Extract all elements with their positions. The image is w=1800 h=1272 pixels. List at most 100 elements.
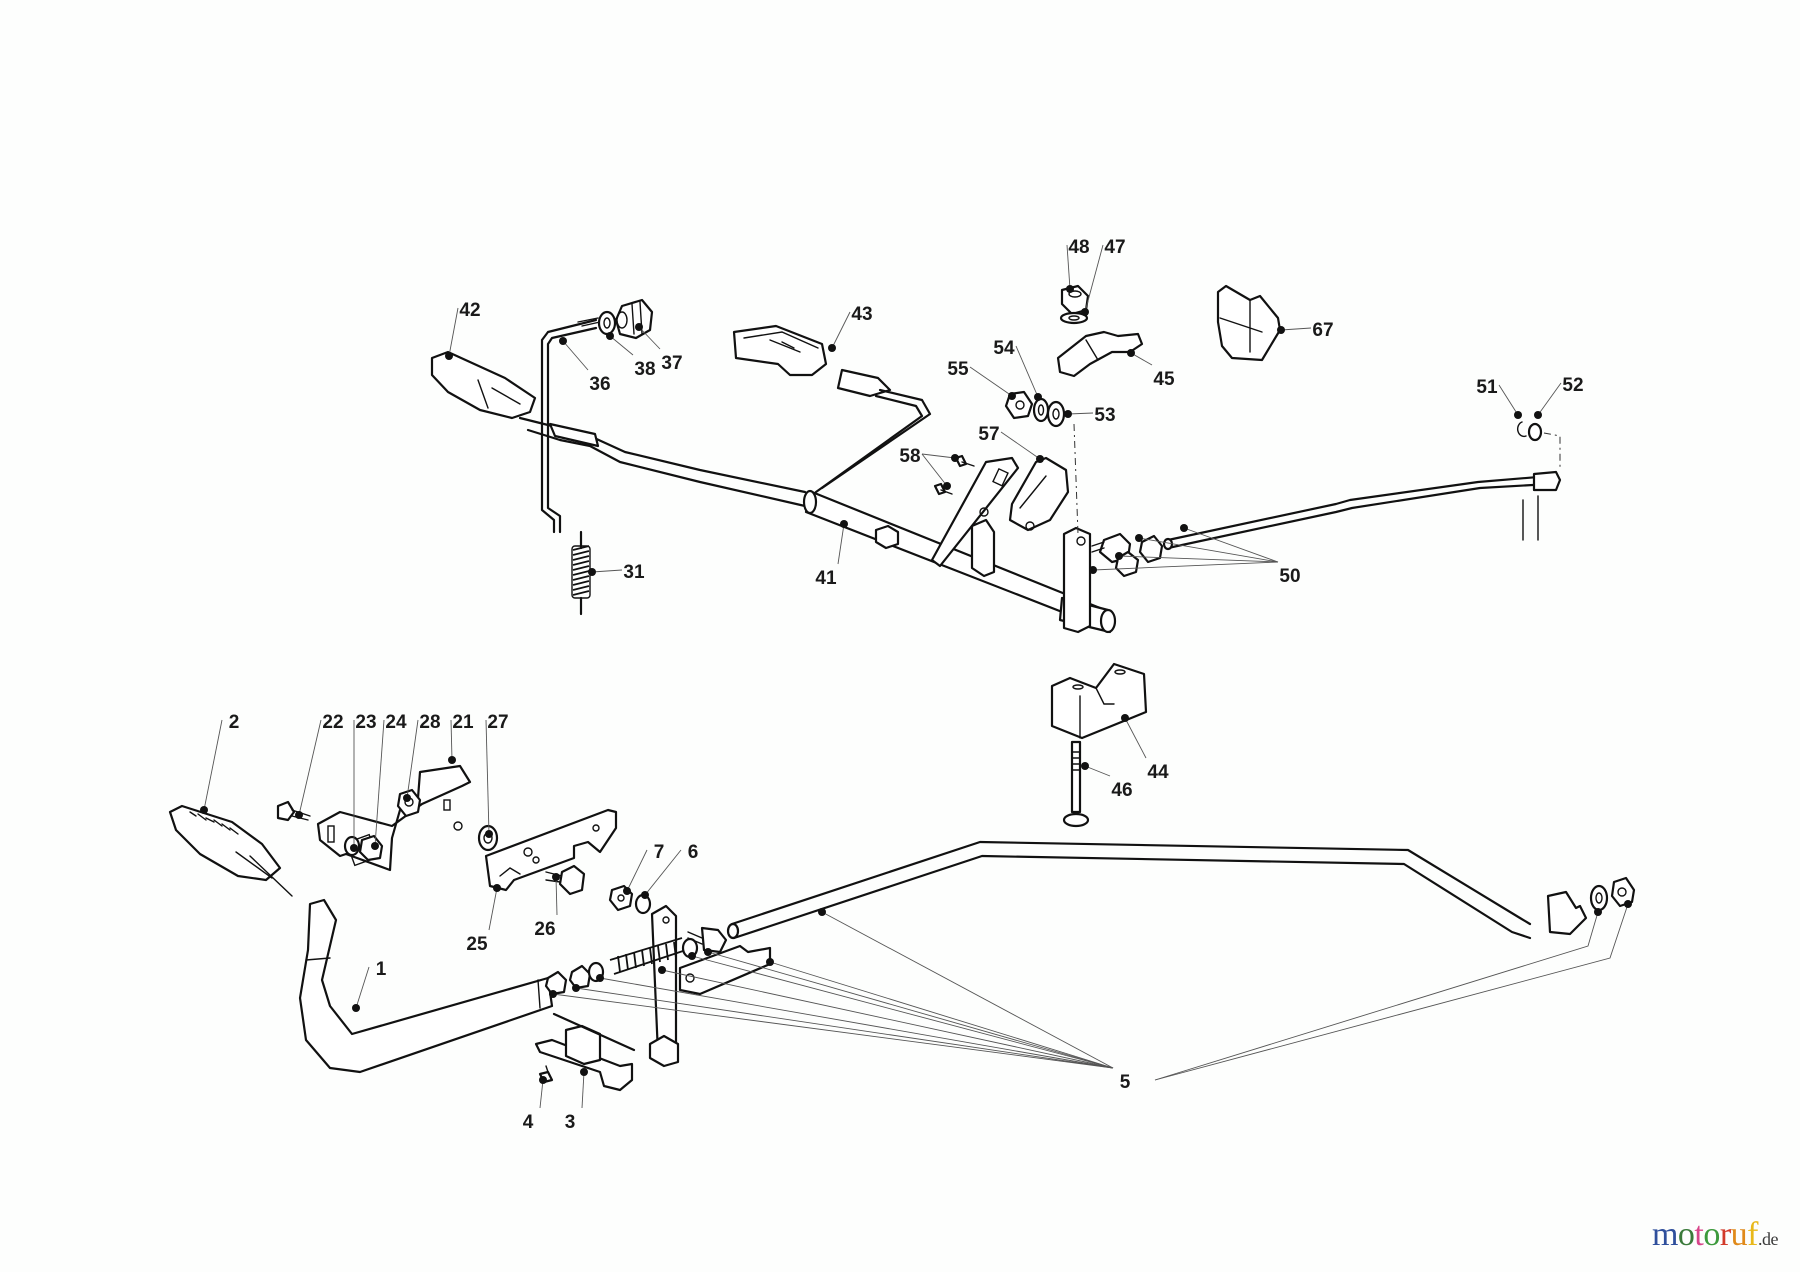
anchor-dot-2 xyxy=(200,806,208,814)
leader-line-50 xyxy=(1092,561,1279,571)
part-bracket-plate xyxy=(930,456,1020,568)
anchor-dot-42 xyxy=(445,352,453,360)
leader-line-46 xyxy=(1084,765,1111,777)
callout-label-1: 1 xyxy=(376,959,387,980)
part-u-bracket xyxy=(970,518,996,578)
callout-label-31: 31 xyxy=(623,562,645,583)
callout-label-58: 58 xyxy=(899,446,920,467)
callout-label-24: 24 xyxy=(385,712,407,733)
anchor-dot-50 xyxy=(1089,566,1097,574)
part-38-washer xyxy=(597,310,617,336)
leader-line-5 xyxy=(1154,911,1599,1081)
anchor-dot-48 xyxy=(1066,285,1074,293)
anchor-dot-26 xyxy=(552,873,560,881)
anchor-dot-43 xyxy=(828,344,836,352)
leader-line-38 xyxy=(609,335,634,356)
anchor-dot-21 xyxy=(448,756,456,764)
anchor-dot-5 xyxy=(1624,900,1632,908)
anchor-dot-36 xyxy=(559,337,567,345)
callout-label-5: 5 xyxy=(1120,1072,1131,1093)
logo-letter: o xyxy=(1677,1216,1695,1253)
anchor-dot-31 xyxy=(588,568,596,576)
watermark-logo: motoruf.de xyxy=(1652,1216,1779,1254)
part-25-plate xyxy=(484,808,618,892)
part-5-bracket xyxy=(678,944,772,996)
callout-label-55: 55 xyxy=(947,359,969,380)
anchor-dot-50 xyxy=(1115,552,1123,560)
anchor-dot-24 xyxy=(371,842,379,850)
anchor-dot-28 xyxy=(403,794,411,802)
callout-label-7: 7 xyxy=(654,842,665,863)
leader-line-7 xyxy=(626,849,648,892)
leader-line-37 xyxy=(638,326,661,350)
alignment-line-53 xyxy=(1073,423,1079,535)
callout-label-6: 6 xyxy=(688,842,699,863)
leader-line-2 xyxy=(203,719,223,811)
callout-label-22: 22 xyxy=(322,712,343,733)
anchor-dot-41 xyxy=(840,520,848,528)
leader-line-24 xyxy=(374,719,385,847)
callout-label-51: 51 xyxy=(1476,377,1498,398)
leader-line-36 xyxy=(562,340,589,371)
anchor-dot-5 xyxy=(818,908,826,916)
anchor-dot-53 xyxy=(1064,410,1072,418)
leader-line-5 xyxy=(691,955,1114,1069)
anchor-dot-1 xyxy=(352,1004,360,1012)
part-vertical-arm xyxy=(1062,526,1092,634)
anchor-dot-57 xyxy=(1036,455,1044,463)
leader-line-28 xyxy=(406,719,419,799)
callout-label-23: 23 xyxy=(355,712,376,733)
callout-label-28: 28 xyxy=(419,712,440,733)
part-spring-lower xyxy=(609,937,687,975)
anchor-dot-58 xyxy=(951,454,959,462)
callout-label-54: 54 xyxy=(993,338,1015,359)
logo-letter: t xyxy=(1694,1216,1704,1253)
logo-wordmark: motoruf xyxy=(1652,1216,1759,1253)
leader-line-31 xyxy=(591,569,623,573)
anchor-dot-67 xyxy=(1277,326,1285,334)
leader-line-5 xyxy=(707,951,1114,1069)
anchor-dot-25 xyxy=(493,884,501,892)
leader-line-48 xyxy=(1066,244,1071,290)
callout-label-21: 21 xyxy=(452,712,474,733)
part-31-spring xyxy=(571,530,591,616)
part-50-rod xyxy=(1162,470,1562,551)
anchor-dot-55 xyxy=(1008,392,1016,400)
leader-line-58 xyxy=(921,453,956,459)
anchor-dot-5 xyxy=(688,952,696,960)
part-5-nut-a xyxy=(544,970,568,996)
leader-line-22 xyxy=(298,719,322,816)
anchor-dot-5 xyxy=(549,990,557,998)
anchor-dot-27 xyxy=(485,830,493,838)
leader-line-5 xyxy=(661,969,1114,1069)
anchor-dot-7 xyxy=(623,887,631,895)
leader-line-41 xyxy=(837,523,845,565)
part-link-rod xyxy=(552,1012,636,1052)
anchor-dot-47 xyxy=(1081,308,1089,316)
part-52-washer xyxy=(1527,422,1543,442)
leader-line-52 xyxy=(1537,382,1562,416)
part-67-housing xyxy=(1216,284,1282,362)
callout-label-42: 42 xyxy=(459,300,480,321)
part-51-clip xyxy=(1517,421,1527,438)
callout-label-38: 38 xyxy=(634,359,655,380)
part-36-bent-rod xyxy=(540,317,601,534)
logo-letter: u xyxy=(1730,1216,1748,1253)
logo-letter: r xyxy=(1719,1216,1731,1253)
callout-label-25: 25 xyxy=(466,934,488,955)
part-57-cover xyxy=(1008,456,1070,532)
part-24-nut xyxy=(358,834,384,862)
part-54-washer xyxy=(1032,397,1050,423)
leader-line-50 xyxy=(1118,555,1279,563)
callout-label-3: 3 xyxy=(565,1112,576,1133)
leader-line-5 xyxy=(575,987,1114,1069)
part-5-nut-b xyxy=(568,964,592,990)
leader-line-5 xyxy=(821,911,1114,1069)
callout-label-52: 52 xyxy=(1562,375,1583,396)
leader-line-54 xyxy=(1015,345,1039,398)
part-5-washer-right xyxy=(1589,884,1609,912)
logo-letter: f xyxy=(1747,1216,1758,1253)
anchor-dot-5 xyxy=(1594,908,1602,916)
